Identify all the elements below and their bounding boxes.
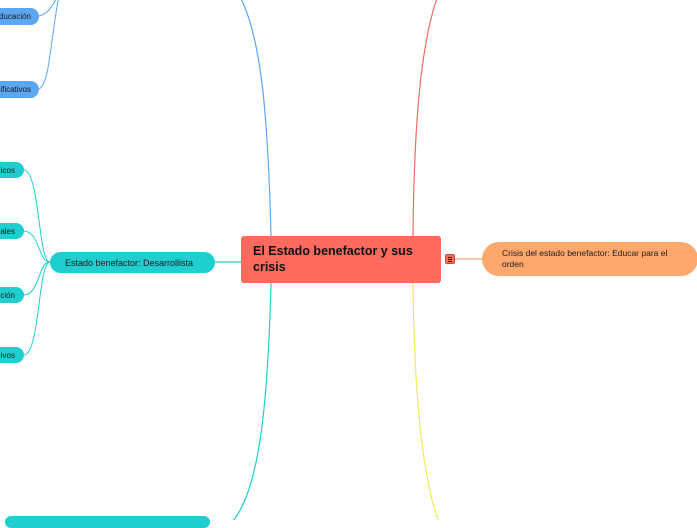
desarrollista-node[interactable]: Estado benefactor: Desarrollista xyxy=(50,252,215,273)
connector-teal-child-1 xyxy=(23,169,51,263)
teal-child-label-3: ción xyxy=(0,290,15,300)
teal-child-label-4: ivos xyxy=(0,350,15,360)
teal-child-node-2[interactable]: ales xyxy=(0,223,24,239)
connector-teal-child-3 xyxy=(23,261,51,296)
blue-child-label-1: ducación xyxy=(0,12,31,21)
crisis-node[interactable]: Crisis del estado benefactor: Educar par… xyxy=(482,242,697,276)
collapse-toggle-icon[interactable] xyxy=(445,254,455,264)
teal-child-node-4[interactable]: ivos xyxy=(0,347,24,363)
connector-blue-main xyxy=(240,0,272,237)
root-title: El Estado benefactor y sus crisis xyxy=(253,244,413,274)
blue-child-node-2[interactable]: ificativos xyxy=(0,81,39,98)
blue-child-label-2: ificativos xyxy=(0,85,31,94)
connector-teal-child-2 xyxy=(23,230,51,263)
desarrollista-label: Estado benefactor: Desarrollista xyxy=(65,257,194,268)
connector-red xyxy=(412,0,437,237)
bottom-teal-node[interactable] xyxy=(5,516,210,528)
blue-child-node-1[interactable]: ducación xyxy=(0,8,39,25)
teal-child-node-3[interactable]: ción xyxy=(0,287,24,303)
connector-teal-child-4 xyxy=(23,261,51,356)
connector-teal-down xyxy=(232,282,272,520)
teal-child-label-2: ales xyxy=(0,226,15,236)
connector-blue-sub xyxy=(38,0,57,17)
root-node[interactable]: El Estado benefactor y sus crisis xyxy=(241,236,441,283)
connector-yellow xyxy=(412,282,439,520)
crisis-label: Crisis del estado benefactor: Educar par… xyxy=(502,248,668,269)
teal-child-label-1: icos xyxy=(0,165,15,175)
connector-blue-sub-2 xyxy=(38,0,59,90)
teal-child-node-1[interactable]: icos xyxy=(0,162,24,178)
